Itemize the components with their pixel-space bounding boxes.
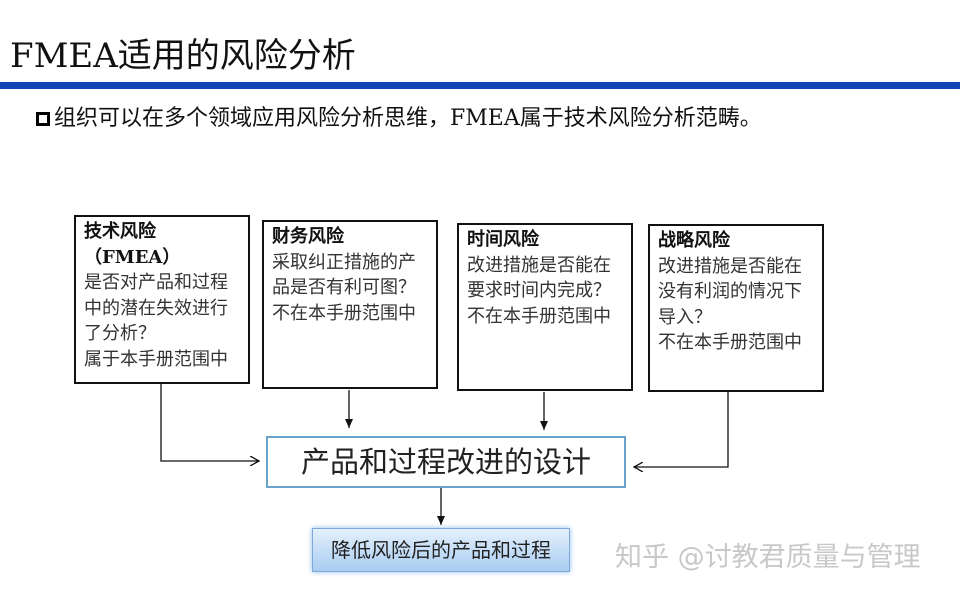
risk-scope: 属于本手册范围中 [84, 348, 228, 370]
risk-box-strategic: 战略风险 改进措施是否能在没有利润的情况下导入？ 不在本手册范围中 [648, 224, 824, 392]
risk-heading: 技术风险（FMEA） [84, 221, 181, 268]
watermark: 知乎 @讨教君质量与管理 [615, 542, 921, 573]
risk-box-time: 时间风险 改进措施是否能在要求时间内完成？ 不在本手册范围中 [457, 223, 633, 391]
slide-title: FMEA适用的风险分析 [10, 36, 356, 76]
risk-body: 是否对产品和过程中的潜在失效进行了分析？ [84, 272, 228, 344]
title-underline [0, 82, 960, 89]
risk-body: 改进措施是否能在没有利润的情况下导入？ [658, 255, 802, 328]
risk-body: 采取纠正措施的产品是否有利可图？ [272, 251, 416, 299]
risk-box-financial: 财务风险 采取纠正措施的产品是否有利可图？ 不在本手册范围中 [262, 220, 438, 389]
bullet-square-icon [36, 112, 50, 126]
improvement-design-box: 产品和过程改进的设计 [266, 436, 626, 488]
risk-box-technical: 技术风险（FMEA） 是否对产品和过程中的潜在失效进行了分析？ 属于本手册范围中 [74, 215, 250, 384]
risk-scope: 不在本手册范围中 [467, 305, 611, 327]
risk-heading: 时间风险 [467, 229, 539, 250]
risk-heading: 战略风险 [658, 230, 730, 251]
risk-heading: 财务风险 [272, 226, 344, 247]
risk-body: 改进措施是否能在要求时间内完成？ [467, 254, 611, 302]
risk-scope: 不在本手册范围中 [272, 302, 416, 324]
intro-text: 组织可以在多个领域应用风险分析思维，FMEA属于技术风险分析范畴。 [36, 104, 796, 134]
risk-scope: 不在本手册范围中 [658, 332, 802, 353]
reduced-risk-result-box: 降低风险后的产品和过程 [312, 528, 570, 572]
